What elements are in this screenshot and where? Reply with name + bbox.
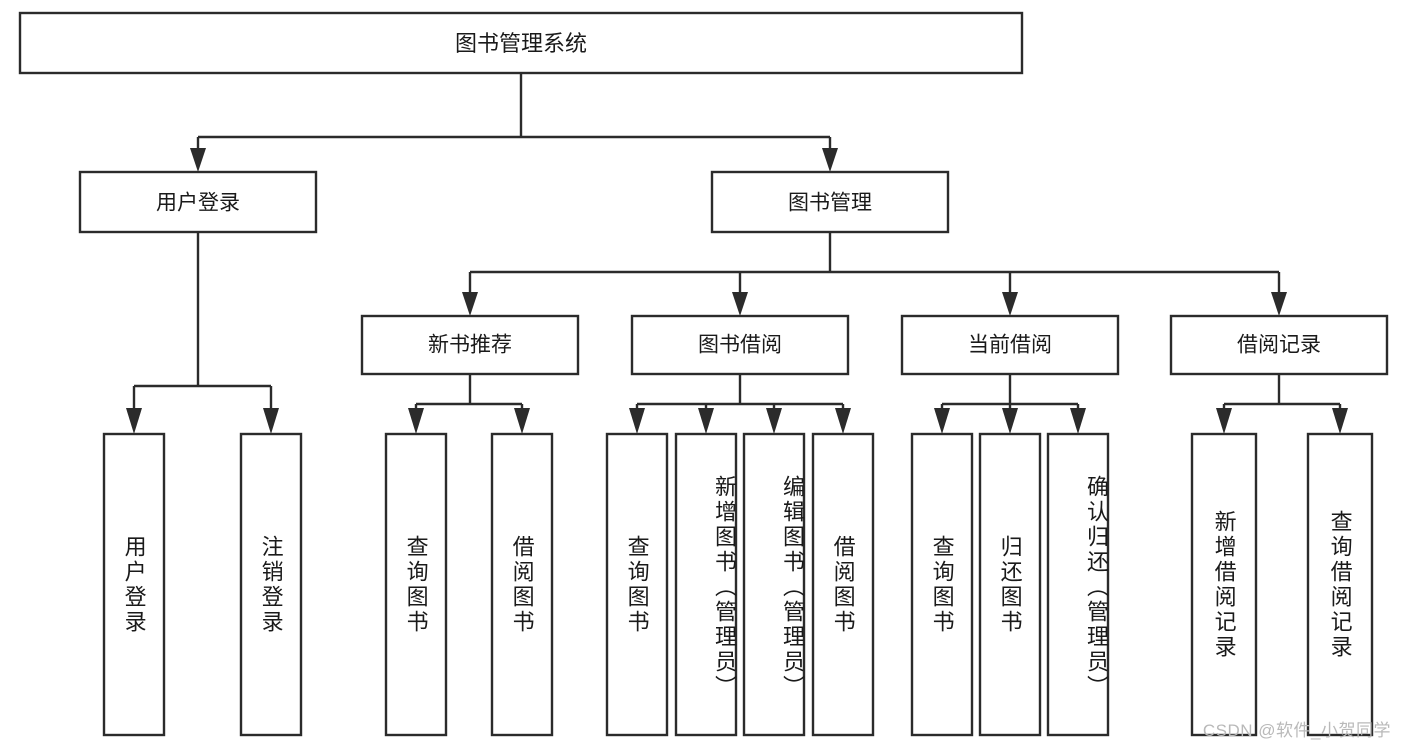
node-current-borrow-box [900, 314, 1120, 376]
node-new-book-recommend-box [360, 314, 580, 376]
arrowhead-icon [732, 292, 748, 316]
arrowhead-icon [408, 408, 424, 434]
arrowhead-icon [1271, 292, 1287, 316]
arrowhead-icon [629, 408, 645, 434]
node-root-box [18, 11, 1024, 75]
leaf-box-query-record[interactable] [1306, 432, 1374, 737]
leaf-box-borrow-book-2[interactable] [811, 432, 875, 737]
node-user-login-box [78, 170, 318, 234]
arrowhead-icon [462, 292, 478, 316]
leaf-boxes [102, 432, 1374, 737]
connectors-level2-to-level3 [462, 232, 1287, 316]
node-current-borrow-label: 当前借阅 [968, 334, 1052, 357]
node-user-login[interactable]: 用户登录 [78, 170, 318, 234]
node-borrow-records[interactable]: 借阅记录 [1169, 314, 1389, 376]
arrowhead-icon [126, 408, 142, 434]
leaf-box-confirm-return[interactable] [1046, 432, 1110, 737]
leaf-box-query-book-3[interactable] [910, 432, 974, 737]
connectors-current-to-leaves [934, 374, 1086, 434]
connectors-borrow-to-leaves [629, 374, 851, 434]
node-book-borrow[interactable]: 图书借阅 [630, 314, 850, 376]
node-user-login-label: 用户登录 [156, 192, 240, 215]
leaf-box-logout[interactable] [239, 432, 303, 737]
arrowhead-icon [1002, 408, 1018, 434]
node-book-borrow-label: 图书借阅 [698, 334, 782, 357]
node-book-management[interactable]: 图书管理 [710, 170, 950, 234]
node-borrow-records-label: 借阅记录 [1237, 334, 1321, 357]
arrowhead-icon [835, 408, 851, 434]
watermark-text: CSDN @软件_小贺同学 [1202, 721, 1391, 740]
leaf-box-edit-book[interactable] [742, 432, 806, 737]
arrowhead-icon [1002, 292, 1018, 316]
leaf-box-query-book-2[interactable] [605, 432, 669, 737]
node-root[interactable]: 图书管理系统 [18, 11, 1024, 75]
leaf-box-borrow-book-1[interactable] [490, 432, 554, 737]
arrowhead-icon [1332, 408, 1348, 434]
connectors-root-to-level2 [190, 73, 838, 172]
node-new-book-recommend-label: 新书推荐 [428, 334, 512, 357]
node-new-book-recommend[interactable]: 新书推荐 [360, 314, 580, 376]
node-borrow-records-box [1169, 314, 1389, 376]
node-book-management-label: 图书管理 [788, 192, 872, 215]
leaf-box-user-login[interactable] [102, 432, 166, 737]
arrowhead-icon [514, 408, 530, 434]
leaf-box-query-book-1[interactable] [384, 432, 448, 737]
node-current-borrow[interactable]: 当前借阅 [900, 314, 1120, 376]
leaf-box-add-book[interactable] [674, 432, 738, 737]
arrowhead-icon [1216, 408, 1232, 434]
arrowhead-icon [698, 408, 714, 434]
node-book-management-box [710, 170, 950, 234]
connectors-newbook-to-leaves [408, 374, 530, 434]
connectors-userlogin-to-leaves [126, 232, 279, 434]
arrowhead-icon [190, 148, 206, 172]
leaf-box-add-record[interactable] [1190, 432, 1258, 737]
leaf-box-return-book[interactable] [978, 432, 1042, 737]
arrowhead-icon [766, 408, 782, 434]
arrowhead-icon [934, 408, 950, 434]
node-book-borrow-box [630, 314, 850, 376]
arrowhead-icon [822, 148, 838, 172]
node-root-label: 图书管理系统 [455, 31, 587, 56]
connectors-records-to-leaves [1216, 374, 1348, 434]
arrowhead-icon [263, 408, 279, 434]
arrowhead-icon [1070, 408, 1086, 434]
